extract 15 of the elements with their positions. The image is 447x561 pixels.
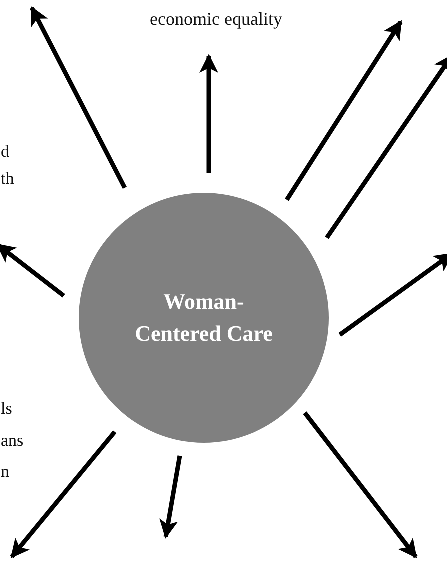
cut-off-text: d xyxy=(1,143,10,160)
arrow xyxy=(30,6,127,190)
arrow xyxy=(0,243,66,298)
arrow xyxy=(160,456,182,539)
circle-label: Woman-Centered Care xyxy=(134,288,274,348)
outcome-label: economic equality xyxy=(150,10,282,28)
arrow xyxy=(200,54,218,173)
arrow xyxy=(303,412,418,558)
arrow xyxy=(285,20,403,202)
cut-off-text: ls xyxy=(1,400,12,417)
arrow xyxy=(10,430,117,558)
arrow xyxy=(338,252,447,337)
cut-off-text: th xyxy=(1,170,14,187)
cut-off-text: n xyxy=(1,463,10,480)
cut-off-text: ans xyxy=(1,432,24,449)
